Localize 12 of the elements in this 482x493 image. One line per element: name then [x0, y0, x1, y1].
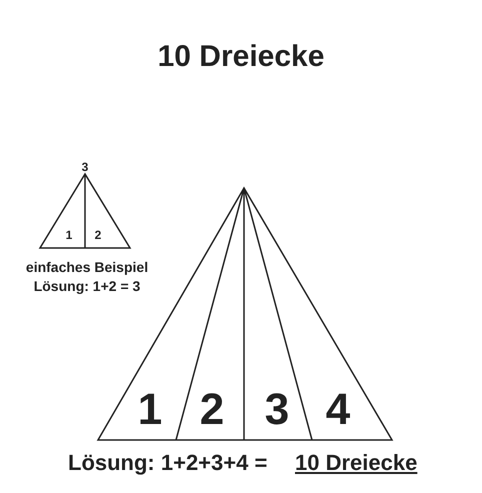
section-number: 1 [138, 388, 162, 432]
section-number: 2 [94, 229, 102, 241]
caption: einfaches Beispiel [26, 260, 148, 274]
caption: Lösung: 1+2 = 3 [34, 279, 140, 293]
section-number: 4 [326, 388, 350, 432]
section-number: 3 [264, 388, 290, 432]
section-number: 1 [66, 229, 72, 241]
section-number: 2 [200, 388, 224, 432]
title: 10 Dreiecke [158, 42, 324, 72]
solution-result: 10 Dreiecke [295, 452, 418, 474]
vertex-number: 3 [82, 161, 88, 173]
solution-text: Lösung: 1+2+3+4 = [68, 452, 268, 474]
